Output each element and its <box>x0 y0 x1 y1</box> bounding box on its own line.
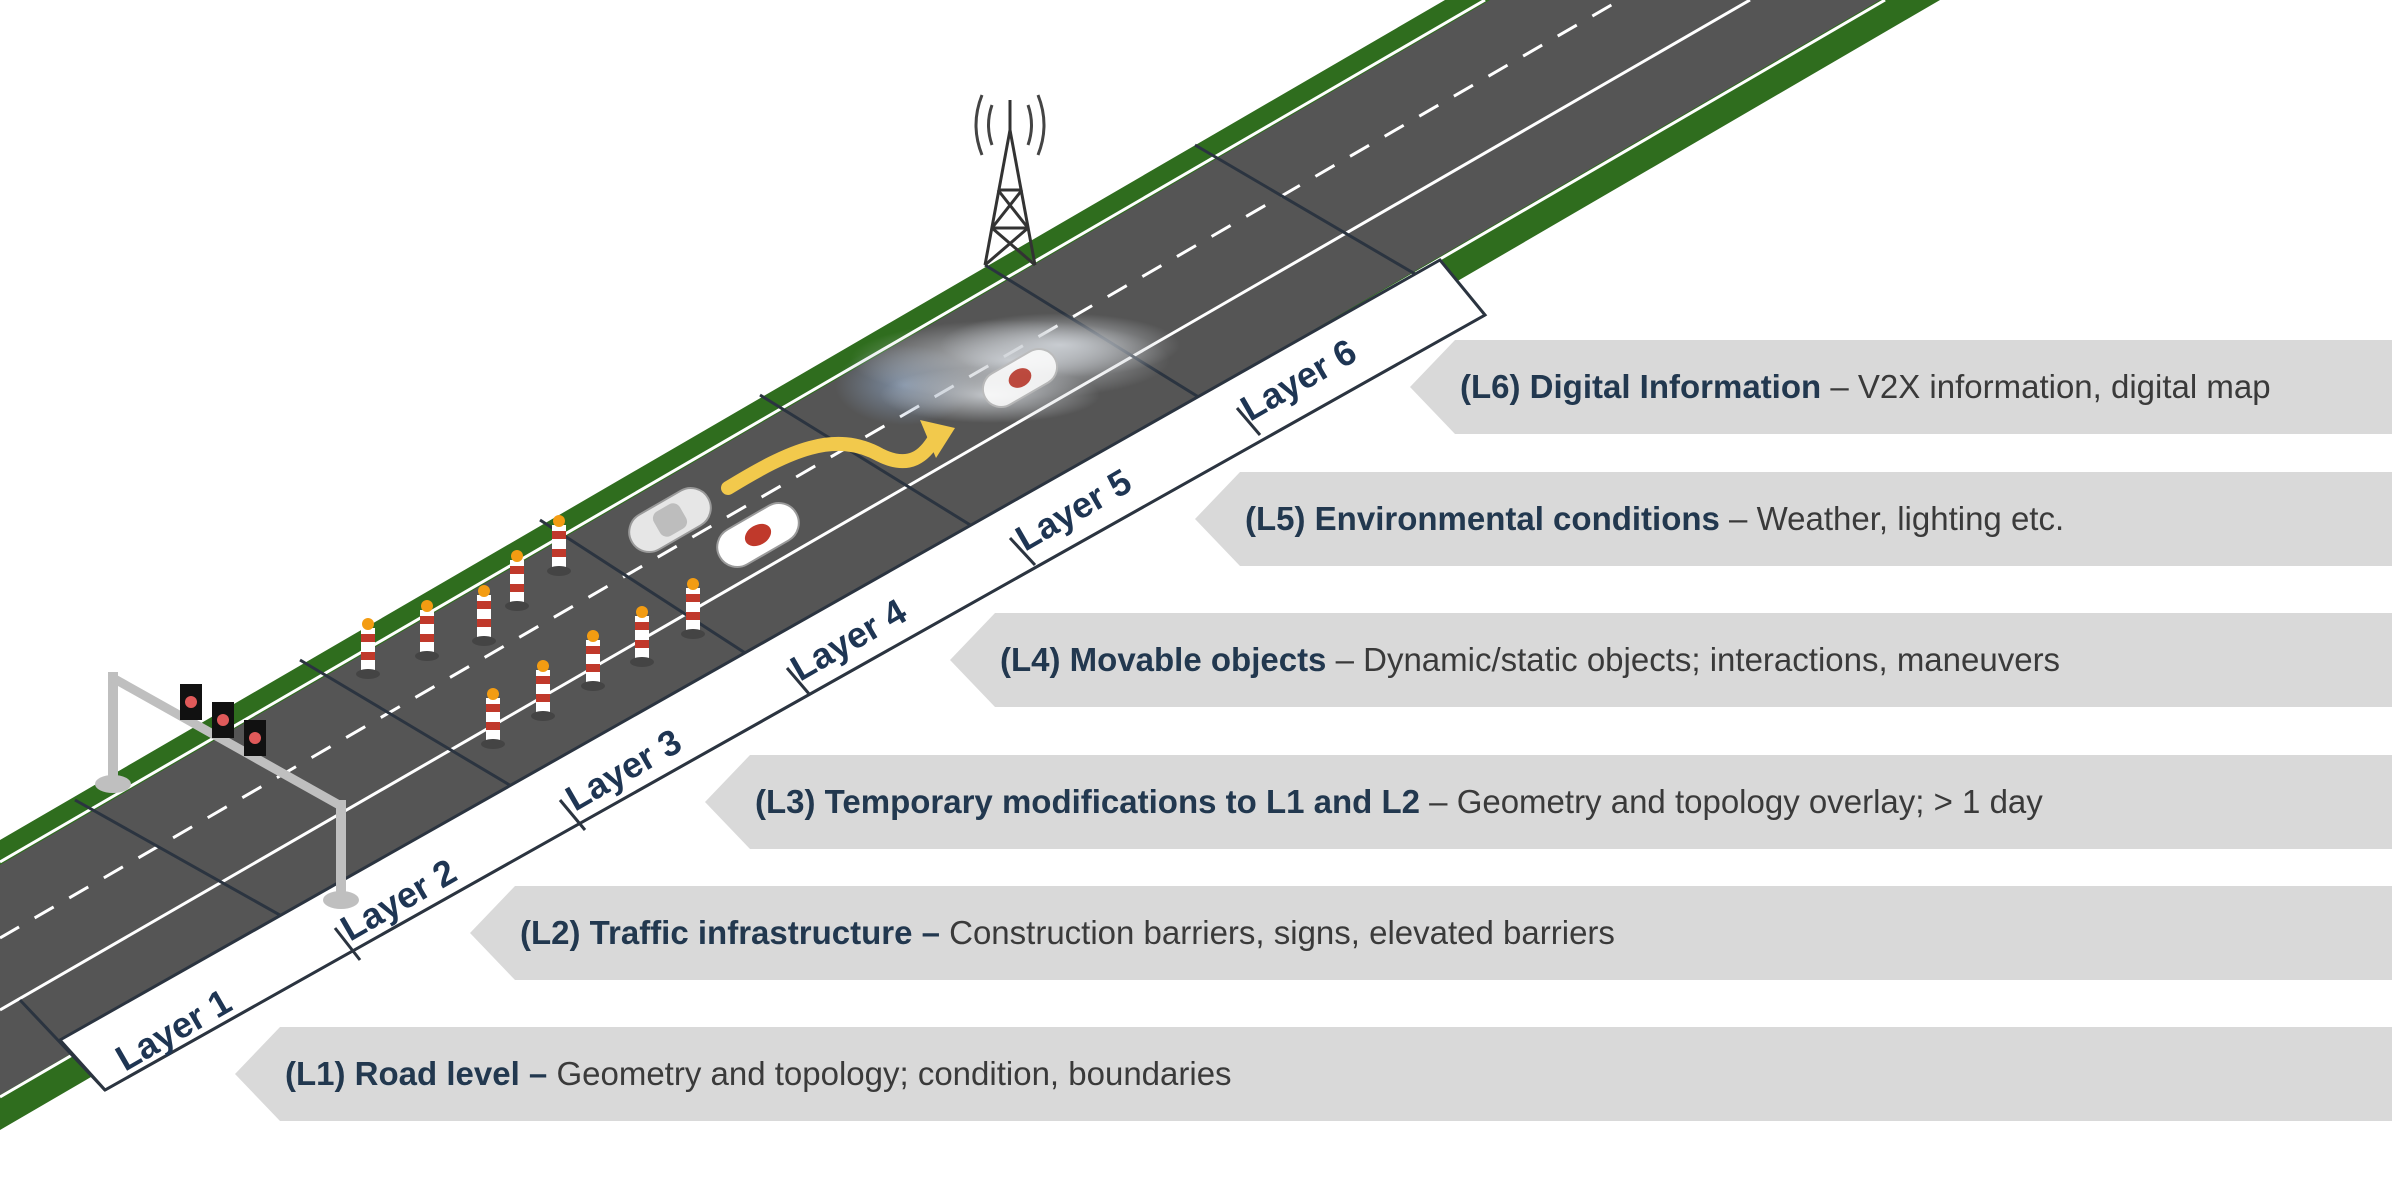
traffic-cone-icon <box>481 688 505 749</box>
layer-separator: – <box>1419 783 1457 820</box>
traffic-cone-icon <box>472 585 496 646</box>
layer-title: Road level <box>354 1055 520 1092</box>
layer-banner-2: (L2) Traffic infrastructure – Constructi… <box>470 886 2392 980</box>
layer-code: (L3) <box>755 783 816 820</box>
lane-dashes <box>0 0 1620 938</box>
layer-code: (L6) <box>1460 368 1521 405</box>
layer-description: Geometry and topology; condition, bounda… <box>556 1055 1232 1092</box>
arrow-icon <box>721 431 942 495</box>
layer-title: Environmental conditions <box>1314 500 1720 537</box>
layer-code: (L2) <box>520 914 581 951</box>
car-icon <box>981 348 1059 408</box>
traffic-cone-icon <box>547 515 571 576</box>
layer-description: Weather, lighting etc. <box>1756 500 2065 537</box>
layer-separator: – <box>1821 368 1858 405</box>
traffic-cone-icon <box>681 578 705 639</box>
layer-banner-5: (L5) Environmental conditions – Weather,… <box>1195 472 2392 566</box>
layer-separator: – <box>1326 641 1364 678</box>
gantry-sign-icon <box>95 672 359 909</box>
layer-title: Temporary modifications to L1 and L2 <box>824 783 1420 820</box>
layer-separator: – <box>1719 500 1757 537</box>
traffic-cones <box>356 515 705 749</box>
traffic-cone-icon <box>415 600 439 661</box>
traffic-cone-icon <box>581 630 605 691</box>
layer-code: (L1) <box>285 1055 346 1092</box>
layer-separator: – <box>519 1055 557 1092</box>
layer-title: Traffic infrastructure <box>589 914 913 951</box>
traffic-cone-icon <box>505 550 529 611</box>
layer-banner-1: (L1) Road level – Geometry and topology;… <box>235 1027 2392 1121</box>
layer-separator: – <box>912 914 950 951</box>
layer-banner-6: (L6) Digital Information – V2X informati… <box>1410 340 2392 434</box>
car-icon <box>716 502 800 568</box>
layer-description: V2X information, digital map <box>1857 368 2271 405</box>
layer-title: Digital Information <box>1529 368 1822 405</box>
layer-title: Movable objects <box>1069 641 1327 678</box>
traffic-cone-icon <box>356 618 380 679</box>
traffic-cone-icon <box>630 606 654 667</box>
lane-line <box>0 0 1750 1010</box>
layer-banner-4: (L4) Movable objects – Dynamic/static ob… <box>950 613 2392 707</box>
car-icon <box>628 487 712 553</box>
layer-code: (L4) <box>1000 641 1061 678</box>
layer-description: Dynamic/static objects; interactions, ma… <box>1363 641 2061 678</box>
traffic-cone-icon <box>531 660 555 721</box>
layer-code: (L5) <box>1245 500 1306 537</box>
layer-banner-3: (L3) Temporary modifications to L1 and L… <box>705 755 2392 849</box>
layer-description: Geometry and topology overlay; > 1 day <box>1456 783 2043 820</box>
layer-description: Construction barriers, signs, elevated b… <box>949 914 1615 951</box>
radio-tower-icon <box>974 94 1046 267</box>
